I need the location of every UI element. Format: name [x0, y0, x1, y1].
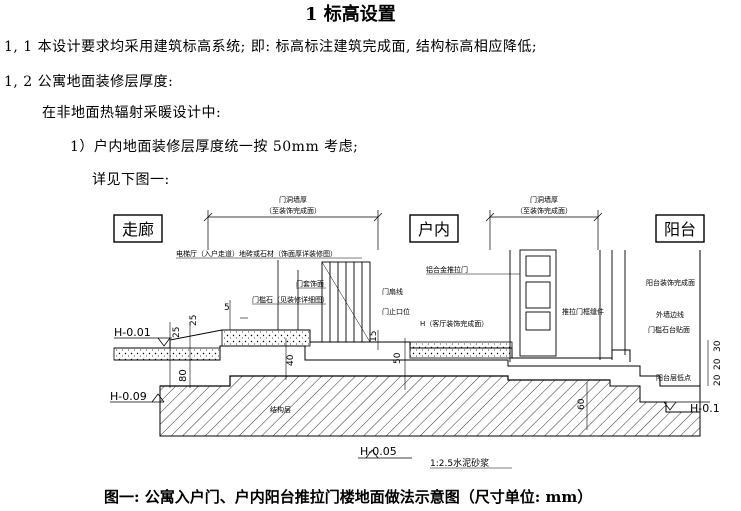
threshold-note: 门槛石（见装修详细图） — [252, 295, 329, 304]
door-opening-dim-right-label: 门洞墙厚 — [530, 195, 558, 204]
level-h01: H-0.1 — [690, 402, 720, 415]
level-marker-h009 — [110, 393, 165, 403]
door-stop-note: 门止口位 — [382, 307, 410, 316]
balcony-label-box — [655, 214, 705, 243]
door-opening-dim-left-label: 门洞墙厚 — [279, 195, 307, 204]
corridor-label-box — [113, 214, 163, 243]
dim-20b: 20 — [713, 374, 723, 386]
dim-80: 80 — [178, 369, 189, 382]
indoor-label-box — [409, 214, 459, 243]
level-marker-h001 — [114, 337, 172, 347]
dim-20a: 20 — [713, 358, 723, 370]
paragraph-see-figure: 详见下图一: — [92, 172, 170, 188]
dim-5: 5 — [224, 303, 230, 313]
level-h001: H-0.01 — [114, 326, 151, 339]
dim-40: 40 — [286, 354, 296, 366]
corridor-screed — [113, 347, 221, 361]
corridor-label: 走廊 — [122, 220, 154, 239]
level-marker-h005 — [358, 449, 412, 459]
dim-30: 30 — [713, 340, 723, 352]
paragraph-1-2: 1, 2 公寓地面装修层厚度: — [4, 74, 174, 90]
door-trim-note: 门套饰面 — [296, 279, 324, 288]
door-opening-dim-left-sub: （至装饰完成面） — [265, 206, 321, 215]
dim-15: 15 — [369, 331, 379, 342]
indoor-h-note: H（客厅装饰完成面） — [420, 319, 488, 328]
entry-door-frame — [321, 261, 371, 343]
aluminum-door-note: 铝合金推拉门 — [426, 265, 468, 274]
balcony-step — [620, 250, 701, 436]
section-title: 1 标高设置 — [305, 4, 396, 25]
floor-section-diagram: 走廊 户内 阳台 门洞墙厚 （至装饰完成面） 门洞墙厚 （至装饰完成面） 电梯厅… — [110, 195, 723, 469]
dim-25b: 25 — [189, 315, 199, 326]
sliding-door-frame — [509, 249, 626, 362]
structure-note: 结构层 — [270, 405, 291, 414]
balcony-low-note: 阳台层低点 — [656, 373, 691, 382]
corridor-finish-band — [221, 329, 311, 347]
dim-50: 50 — [393, 352, 403, 364]
balcony-label: 阳台 — [664, 220, 696, 239]
indoor-label: 户内 — [418, 220, 450, 239]
paragraph-item-1: 1）户内地面装修层厚度统一按 50mm 考虑; — [70, 139, 359, 155]
exterior-line-note: 外墙边线 — [656, 310, 684, 319]
figure-caption: 图一: 公寓入户门、户内阳台推拉门楼地面做法示意图（尺寸单位: mm） — [104, 488, 593, 506]
mortar-note: 1:2.5水泥砂浆 — [430, 457, 489, 469]
structural-slab — [159, 375, 701, 437]
door-opening-dim-right — [485, 210, 603, 250]
balcony-finish-note: 阳台装饰完成面 — [646, 278, 695, 287]
corridor-note: 电梯厅（入户走道）地砖或石材（饰面厚详装修图） — [176, 249, 337, 258]
dim-25a: 25 — [172, 327, 182, 338]
sill-top-note: 门槛石台贴面 — [648, 325, 690, 334]
sliding-frame-note: 推拉门框缝件 — [562, 307, 604, 316]
door-opening-dim-left — [203, 210, 383, 250]
paragraph-heating: 在非地面热辐射采暖设计中: — [42, 105, 222, 121]
level-h005: H-0.05 — [360, 445, 397, 458]
door-opening-dim-right-sub: （至装饰完成面） — [516, 206, 572, 215]
level-marker-h01 — [660, 401, 710, 411]
paragraph-1-1: 1, 1 本设计要求均采用建筑标高系统; 即: 标高标注建筑完成面, 结构标高相… — [4, 39, 538, 55]
dim-60: 60 — [577, 398, 587, 410]
indoor-finish-band — [409, 341, 513, 359]
level-h009: H-0.09 — [110, 390, 147, 403]
door-leaf-note: 门扇线 — [382, 287, 403, 296]
